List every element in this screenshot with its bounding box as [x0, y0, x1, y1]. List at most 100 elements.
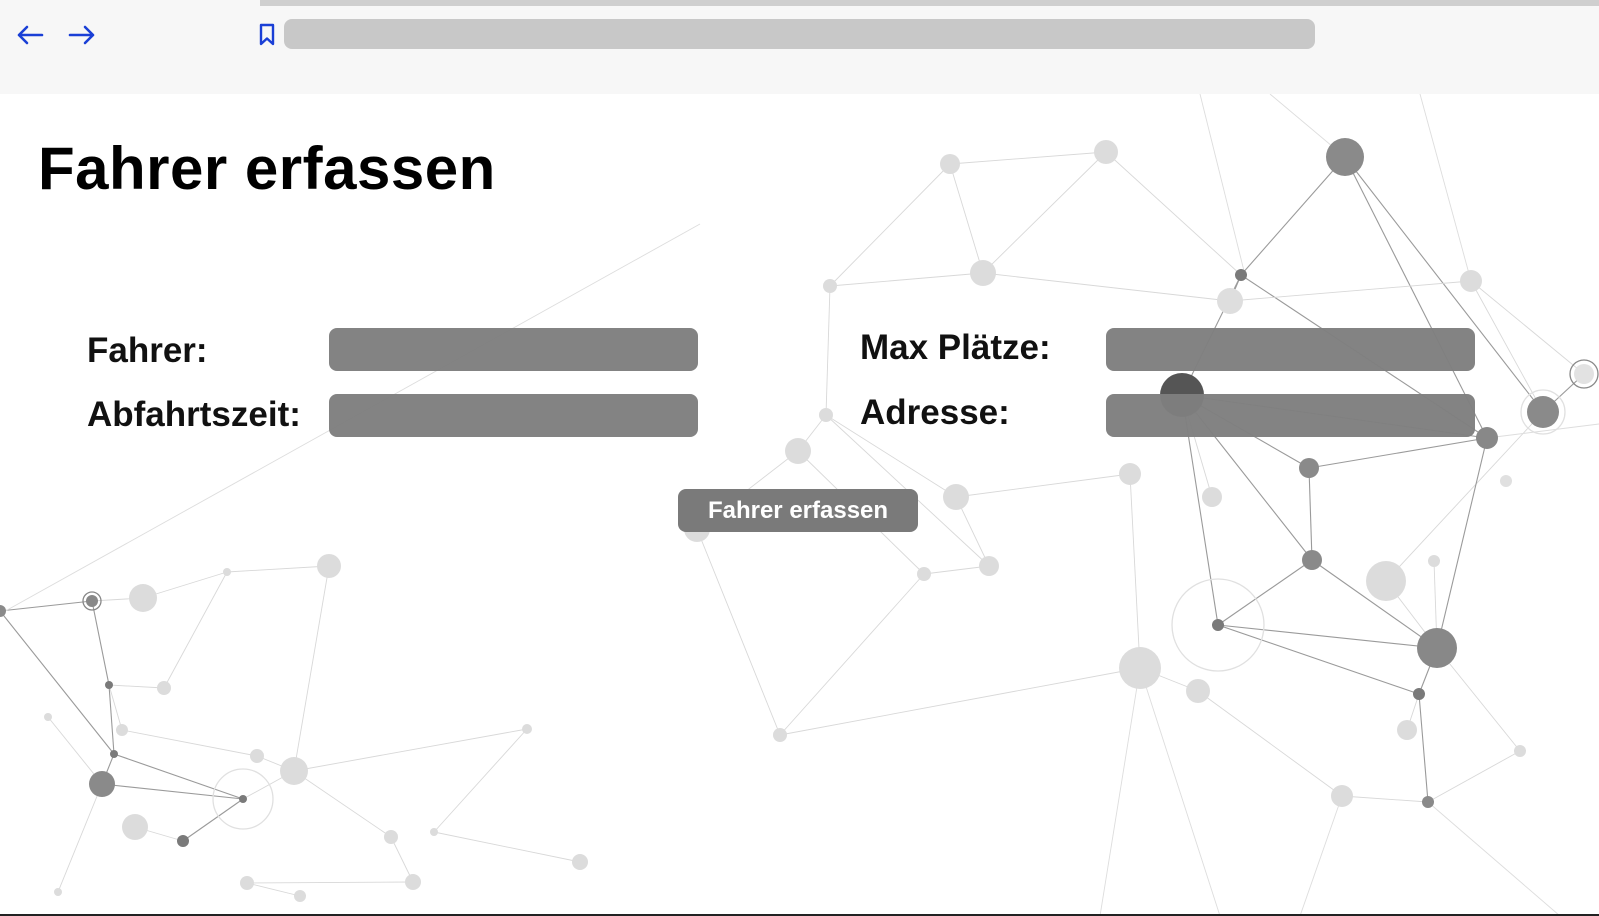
- network-node: [1428, 555, 1440, 567]
- network-link: [121, 729, 258, 757]
- network-link: [1308, 437, 1488, 469]
- forward-button[interactable]: [65, 18, 99, 52]
- network-link: [1344, 156, 1544, 413]
- network-node: [177, 835, 189, 847]
- page-content: Fahrer erfassen Fahrer: Abfahrtszeit: Ma…: [0, 94, 1599, 916]
- network-node: [1302, 550, 1322, 570]
- abfahrtszeit-input[interactable]: [329, 394, 698, 437]
- network-link: [696, 528, 781, 736]
- network-node: [979, 556, 999, 576]
- network-ring: [1569, 359, 1599, 389]
- network-link: [1105, 151, 1242, 276]
- network-link: [390, 836, 414, 883]
- network-node: [110, 750, 118, 758]
- adresse-label: Adresse:: [860, 393, 1010, 432]
- network-link: [1299, 795, 1343, 916]
- network-node: [430, 828, 438, 836]
- network-link: [1427, 750, 1521, 803]
- network-link: [1436, 437, 1488, 649]
- bottom-border: [0, 914, 1599, 916]
- network-node: [522, 724, 532, 734]
- network-link: [1486, 423, 1599, 439]
- network-link: [113, 753, 244, 800]
- network-node: [1417, 628, 1457, 668]
- network-node: [122, 814, 148, 840]
- network-link: [226, 565, 330, 573]
- network-link: [1217, 624, 1438, 649]
- browser-toolbar: [0, 0, 1599, 94]
- fahrer-input[interactable]: [329, 328, 698, 371]
- network-link: [779, 667, 1141, 736]
- address-bar[interactable]: [284, 19, 1315, 49]
- max-plaetze-input[interactable]: [1106, 328, 1475, 371]
- network-link: [293, 770, 392, 838]
- network-link: [829, 163, 951, 287]
- network-link: [923, 565, 990, 575]
- fahrer-erfassen-button[interactable]: Fahrer erfassen: [678, 489, 918, 532]
- network-link: [779, 573, 925, 736]
- network-node: [819, 408, 833, 422]
- network-link: [1197, 690, 1343, 797]
- network-link: [949, 151, 1107, 165]
- network-node: [785, 438, 811, 464]
- network-link: [1419, 94, 1472, 282]
- network-ring: [82, 591, 102, 611]
- bookmark-button[interactable]: [254, 20, 280, 50]
- network-node: [970, 260, 996, 286]
- network-node: [1422, 796, 1434, 808]
- network-node: [129, 584, 157, 612]
- network-link: [163, 571, 228, 689]
- network-node: [1119, 463, 1141, 485]
- network-node: [1212, 619, 1224, 631]
- network-node: [1331, 785, 1353, 807]
- network-link: [108, 684, 115, 755]
- network-link: [1470, 280, 1544, 413]
- network-node: [572, 854, 588, 870]
- network-node: [1235, 269, 1247, 281]
- network-link: [293, 565, 330, 772]
- network-background-graphic: [0, 94, 1599, 916]
- network-link: [101, 783, 244, 800]
- network-ring: [212, 768, 274, 830]
- fahrer-label: Fahrer:: [87, 331, 208, 370]
- back-button[interactable]: [13, 18, 47, 52]
- network-node: [89, 771, 115, 797]
- page-title: Fahrer erfassen: [38, 135, 496, 202]
- network-link: [1139, 667, 1221, 916]
- network-node: [1119, 647, 1161, 689]
- network-node: [116, 724, 128, 736]
- network-node: [1326, 138, 1364, 176]
- network-link: [0, 610, 115, 755]
- network-link: [433, 728, 528, 833]
- network-node: [1217, 288, 1243, 314]
- network-link: [825, 414, 957, 498]
- network-node: [1500, 475, 1512, 487]
- network-node: [280, 757, 308, 785]
- network-node: [54, 888, 62, 896]
- network-link: [1344, 156, 1488, 439]
- network-link: [1308, 467, 1313, 561]
- adresse-input[interactable]: [1106, 394, 1475, 437]
- network-link: [142, 571, 228, 599]
- network-link: [246, 881, 414, 884]
- network-link: [0, 600, 93, 612]
- network-node: [405, 874, 421, 890]
- network-link: [57, 783, 103, 893]
- network-link: [1436, 647, 1521, 752]
- network-node: [1574, 364, 1594, 384]
- network-link: [433, 831, 581, 863]
- network-link: [825, 285, 831, 416]
- arrow-left-icon: [17, 25, 44, 45]
- network-link: [982, 272, 1231, 302]
- abfahrtszeit-label: Abfahrtszeit:: [87, 395, 301, 434]
- network-link: [293, 728, 528, 772]
- network-node: [917, 567, 931, 581]
- network-node: [294, 890, 306, 902]
- network-node: [1202, 487, 1222, 507]
- network-link: [182, 798, 244, 842]
- page-load-progress: [260, 0, 1599, 6]
- network-node: [1514, 745, 1526, 757]
- network-link: [1099, 667, 1141, 916]
- network-node: [943, 484, 969, 510]
- network-node: [1460, 270, 1482, 292]
